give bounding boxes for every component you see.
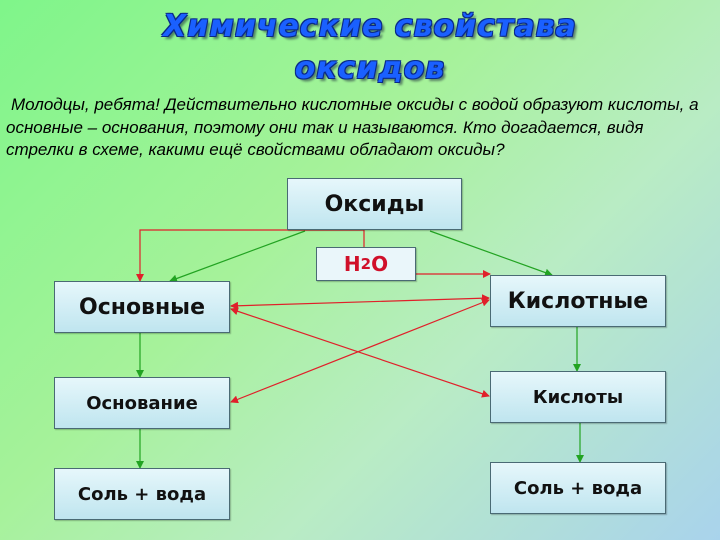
intro-text: Молодцы, ребята! Действительно кислотные… [6, 95, 699, 159]
title-line-1: Химические свойстава [163, 9, 577, 44]
acidic-oxides-box: Кислотные [490, 275, 666, 327]
arrow-oxides-to-basic [169, 230, 306, 283]
oxides-box: Оксиды [287, 178, 462, 230]
arrow-oxides-to-acidic [429, 230, 553, 277]
water-sub: 2 [360, 255, 372, 273]
acids-box: Кислоты [490, 371, 666, 423]
title-line-2: оксидов [294, 51, 446, 86]
basic-oxides-box: Основные [54, 281, 230, 333]
salt-water-right-box: Соль + вода [490, 462, 666, 514]
water-o: O [371, 252, 389, 276]
arrow-base-acidic [230, 298, 490, 404]
water-h: H [343, 252, 361, 276]
base-box: Основание [54, 377, 230, 429]
salt-water-left-box: Соль + вода [54, 468, 230, 520]
arrow-basic-acidic [230, 294, 490, 310]
arrow-basic-acids [230, 307, 490, 398]
